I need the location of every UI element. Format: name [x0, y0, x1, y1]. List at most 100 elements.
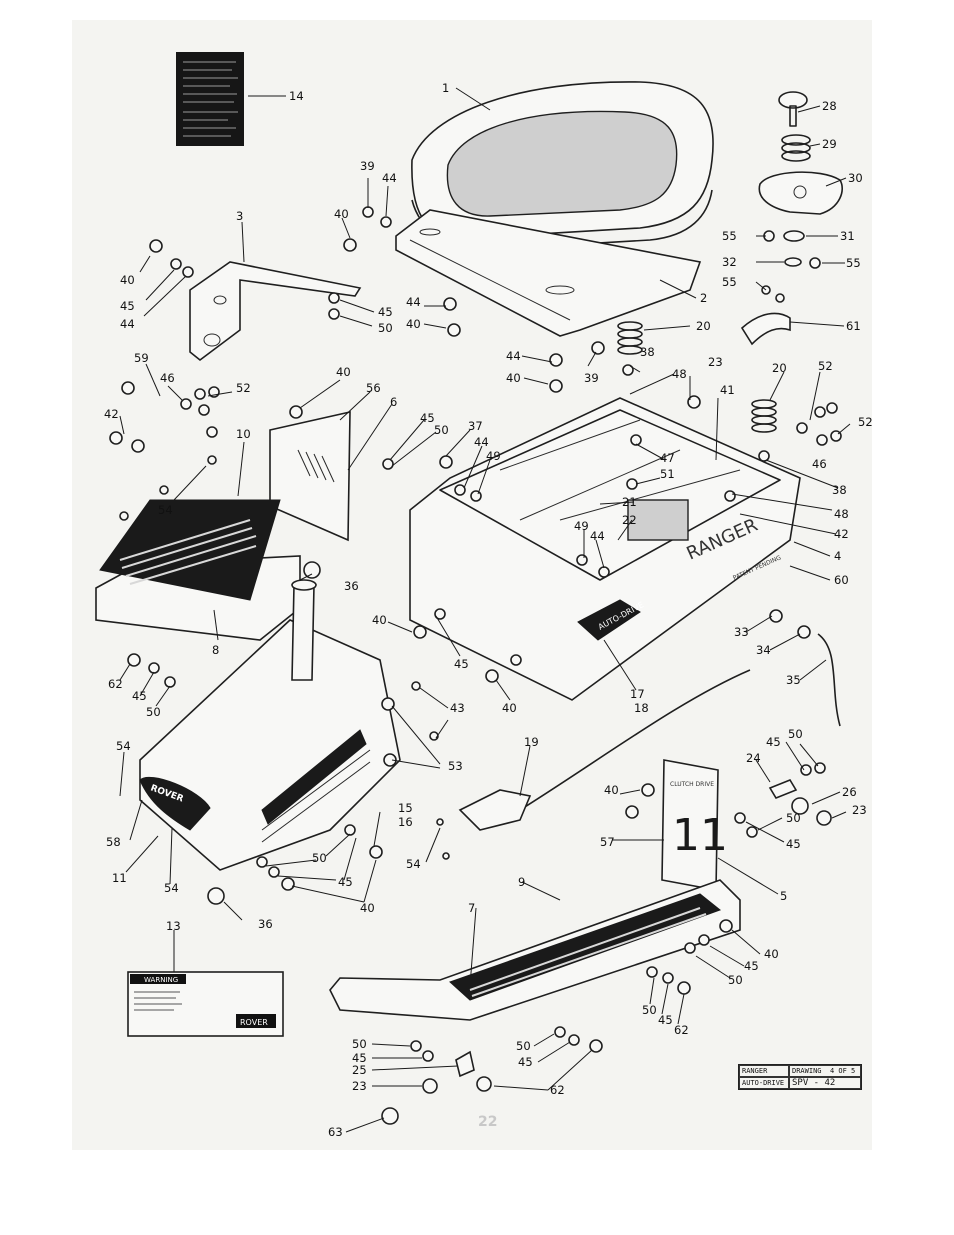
callout-4: 4: [834, 549, 841, 563]
callout-55b: 55: [846, 256, 861, 270]
rover-decal-text: ROVER: [240, 1018, 268, 1027]
callout-40f: 40: [372, 613, 387, 627]
callout-32: 32: [722, 255, 737, 269]
callout-43: 43: [450, 701, 465, 715]
callout-45h: 45: [338, 875, 353, 889]
callout-36a: 36: [344, 579, 359, 593]
page-number: 22: [478, 1114, 498, 1130]
callout-13: 13: [166, 919, 181, 933]
callout-58: 58: [106, 835, 121, 849]
callout-39a: 39: [584, 371, 599, 385]
callout-48a: 48: [834, 507, 849, 521]
callout-40e: 40: [336, 365, 351, 379]
clutch-drive-text: CLUTCH DRIVE: [670, 781, 714, 788]
chassis-body-part: RANGER PATENT PENDING AUTO-DRIVE: [409, 397, 801, 701]
callout-40g: 40: [502, 701, 517, 715]
callout-40h: 40: [604, 783, 619, 797]
callout-50j: 50: [516, 1039, 531, 1053]
callout-49b: 49: [574, 519, 589, 533]
callout-45l: 45: [518, 1055, 533, 1069]
callout-55c: 55: [722, 275, 737, 289]
fastener-hardware-part: [109, 206, 842, 1125]
console-housing-part: ROVER: [139, 579, 401, 871]
callout-50f: 50: [312, 851, 327, 865]
callout-19: 19: [524, 735, 539, 749]
callout-37: 37: [468, 419, 483, 433]
callout-44d: 44: [120, 317, 135, 331]
callout-62b: 62: [674, 1023, 689, 1037]
callout-50c: 50: [146, 705, 161, 719]
callout-39b: 39: [360, 159, 375, 173]
callout-62c: 62: [550, 1083, 565, 1097]
callout-23b: 23: [852, 803, 867, 817]
callout-24: 24: [746, 751, 761, 765]
callout-53: 53: [448, 759, 463, 773]
callout-54a: 54: [158, 503, 173, 517]
warning-decal-part: WARNING ROVER: [127, 971, 284, 1037]
callout-52c: 52: [236, 381, 251, 395]
callout-63: 63: [328, 1125, 343, 1139]
callout-62a: 62: [108, 677, 123, 691]
control-plate-part: [269, 410, 351, 542]
drive-plate-part: CLUTCH DRIVE 11: [661, 759, 728, 891]
callout-7: 7: [468, 901, 475, 915]
callout-45g: 45: [786, 837, 801, 851]
instruction-decal-part: [176, 52, 244, 146]
callout-49a: 49: [486, 449, 501, 463]
callout-42b: 42: [104, 407, 119, 421]
callout-57: 57: [600, 835, 615, 849]
callout-45k: 45: [352, 1051, 367, 1065]
callout-28: 28: [822, 99, 837, 113]
callout-50h: 50: [642, 1003, 657, 1017]
seat-catch-assembly-part: [740, 91, 844, 346]
callout-45i: 45: [744, 959, 759, 973]
callout-44a: 44: [506, 349, 521, 363]
callout-50g: 50: [728, 973, 743, 987]
callout-45e: 45: [132, 689, 147, 703]
callout-8: 8: [212, 643, 219, 657]
callout-40d: 40: [120, 273, 135, 287]
callout-33: 33: [734, 625, 749, 639]
callout-9: 9: [518, 875, 525, 889]
title-block-code: SPV - 42: [789, 1077, 861, 1089]
callout-48b: 48: [672, 367, 687, 381]
callout-54b: 54: [406, 857, 421, 871]
callout-45c: 45: [420, 411, 435, 425]
callout-10: 10: [236, 427, 251, 441]
callout-21: 21: [622, 495, 637, 509]
seat-cushion-part: [411, 81, 714, 251]
callout-40i: 40: [360, 901, 375, 915]
callout-3: 3: [236, 209, 243, 223]
callout-38a: 38: [832, 483, 847, 497]
callout-leaders: [119, 87, 851, 1133]
callout-44e: 44: [474, 435, 489, 449]
callout-45f: 45: [766, 735, 781, 749]
foot-pedal-part: [95, 499, 301, 641]
callout-25: 25: [352, 1063, 367, 1077]
callout-52a: 52: [818, 359, 833, 373]
callout-34: 34: [756, 643, 771, 657]
callout-41: 41: [720, 383, 735, 397]
title-block-drawing-label: DRAWING: [792, 1067, 822, 1075]
warning-label-text: WARNING: [144, 976, 178, 984]
running-board-part: [329, 879, 741, 1021]
callout-22: 22: [622, 513, 637, 527]
callout-45b: 45: [378, 305, 393, 319]
title-block-variant: AUTO-DRIVE: [739, 1077, 789, 1089]
callout-40b: 40: [406, 317, 421, 331]
callout-45d: 45: [454, 657, 469, 671]
callout-50d: 50: [788, 727, 803, 741]
callout-54c: 54: [164, 881, 179, 895]
hose-and-cable-part: [458, 633, 841, 831]
callout-44f: 44: [590, 529, 605, 543]
callout-47: 47: [660, 451, 675, 465]
callout-35: 35: [786, 673, 801, 687]
callout-40a: 40: [506, 371, 521, 385]
callout-59: 59: [134, 351, 149, 365]
callout-30: 30: [848, 171, 863, 185]
callout-31: 31: [840, 229, 855, 243]
title-block-drawing-number: 4 OF 5: [829, 1067, 856, 1075]
callout-45j: 45: [658, 1013, 673, 1027]
callout-2: 2: [700, 291, 707, 305]
